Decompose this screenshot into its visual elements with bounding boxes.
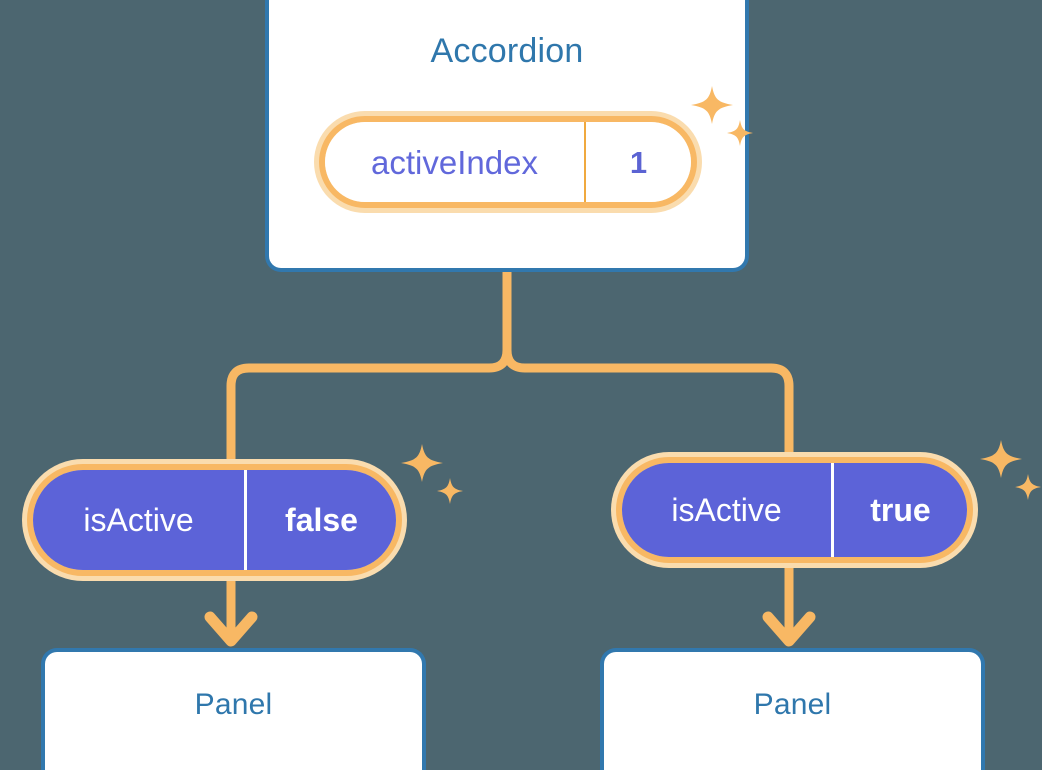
sparkles-icon (980, 440, 1041, 500)
state-pill-key: isActive (671, 492, 782, 528)
state-pill-body: isActive false (33, 470, 396, 570)
component-title: Panel (194, 688, 273, 721)
connector-right-branch (502, 267, 794, 468)
state-pill-body: isActive true (622, 463, 967, 557)
connector-left-branch (226, 267, 512, 475)
state-pill-value: true (831, 463, 967, 557)
arrow-down-icon (762, 557, 816, 647)
state-pill-body: activeIndex 1 (325, 122, 691, 202)
state-pill-value: false (244, 470, 396, 570)
state-pill-key: activeIndex (325, 122, 586, 202)
state-pill-key: isActive (83, 502, 194, 538)
state-pill-isactive-left[interactable]: isActive false (22, 459, 407, 581)
component-card-panel-right[interactable]: Panel (600, 648, 985, 770)
sparkles-icon (401, 444, 463, 504)
state-pill-activeindex[interactable]: activeIndex 1 (314, 111, 702, 213)
state-pill-value: 1 (629, 144, 648, 180)
state-pill-isactive-right[interactable]: isActive true (611, 452, 978, 568)
component-card-panel-left[interactable]: Panel (41, 648, 426, 770)
component-title: Panel (753, 688, 832, 721)
component-title: Accordion (430, 32, 584, 70)
